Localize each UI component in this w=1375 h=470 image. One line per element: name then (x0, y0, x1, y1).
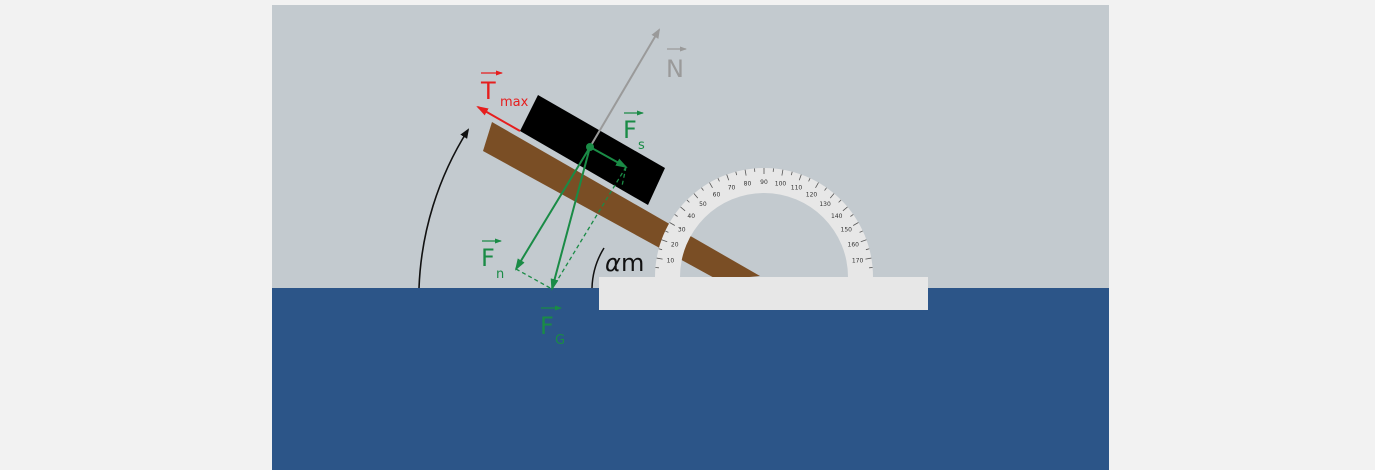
static-force-subscript: s (638, 138, 645, 153)
tension-subscript: max (500, 95, 529, 110)
protractor-tick (661, 239, 668, 243)
protractor-tick (860, 239, 867, 243)
dashed-parallel-2 (551, 166, 627, 290)
protractor-tick-label: 150 (841, 227, 853, 234)
protractor-tick (824, 187, 827, 191)
protractor-tick-label: 30 (678, 227, 686, 234)
protractor-tick (808, 178, 811, 182)
protractor-tick (717, 178, 720, 182)
gravity-force-label: F G (540, 305, 565, 348)
tension-symbol: T (480, 77, 496, 105)
protractor-tick-label: 10 (667, 258, 675, 265)
protractor-tick (865, 248, 870, 251)
protractor-tick-label: 80 (744, 180, 752, 187)
normal-force-label: N (666, 46, 687, 83)
protractor-tick-label: 90 (760, 179, 768, 186)
protractor-tick (798, 174, 802, 181)
angle-symbol: α (605, 249, 621, 277)
protractor-tick-label: 20 (671, 242, 679, 249)
protractor-ticks (655, 168, 873, 269)
protractor-tick (669, 222, 675, 226)
protractor-tick (781, 169, 784, 176)
protractor-tick-label: 100 (775, 180, 787, 187)
protractor-tick-label: 110 (791, 185, 803, 192)
protractor-tick (701, 187, 704, 191)
gravity-force-symbol: F (540, 312, 554, 340)
protractor-tick-label: 50 (699, 201, 707, 208)
static-force-arrow (589, 146, 628, 168)
protractor-tick-label: 120 (806, 192, 818, 199)
protractor-tick (735, 171, 738, 176)
protractor-tick (656, 257, 663, 260)
protractor-tick (850, 214, 854, 217)
protractor-tick (790, 171, 793, 176)
protractor-tick (686, 199, 690, 203)
normal-force-arrow (589, 28, 661, 148)
protractor-tick-label: 130 (819, 201, 831, 208)
protractor-tick (658, 248, 663, 251)
normal-component-symbol: F (481, 244, 495, 272)
protractor-tick-label: 170 (852, 258, 864, 265)
inclined-board (483, 122, 760, 280)
normal-force-symbol: N (666, 55, 684, 83)
protractor-tick (726, 174, 730, 181)
protractor-tick (865, 257, 872, 260)
normal-component-subscript: n (496, 267, 504, 282)
center-of-mass-dot (586, 143, 594, 151)
protractor-tick-label: 70 (728, 185, 736, 192)
protractor-tick (674, 214, 678, 217)
protractor-tick (709, 182, 713, 188)
normal-component-label: F n (481, 238, 504, 282)
angle-unit: m (621, 249, 644, 277)
protractor-tick (838, 199, 842, 203)
static-force-label: F s (623, 110, 645, 153)
dashed-parallel-3 (621, 166, 627, 187)
ground (272, 288, 1109, 470)
tension-arrow (476, 106, 521, 132)
protractor-tick (842, 206, 848, 212)
protractor-base (599, 277, 928, 310)
protractor-tick (859, 230, 863, 233)
force-vectors (514, 143, 628, 291)
angle-arc (591, 247, 605, 289)
normal-component-arrow (514, 146, 591, 271)
protractor-tick (829, 193, 835, 199)
protractor-tick (853, 222, 859, 226)
protractor-tick-label: 60 (713, 192, 721, 199)
tension-label: T max (480, 70, 529, 110)
rotation-arc (418, 128, 470, 289)
protractor-tick (680, 206, 686, 212)
protractor-tick (815, 182, 819, 188)
angle-label: α m (605, 249, 644, 277)
protractor-tick (693, 193, 699, 199)
protractor-tick-label: 160 (848, 242, 860, 249)
protractor-tick-label: 40 (687, 213, 695, 220)
protractor-tick (744, 169, 747, 176)
static-force-symbol: F (623, 116, 637, 144)
protractor-tick (665, 230, 669, 233)
protractor-tick-label: 140 (831, 213, 843, 220)
gravity-force-subscript: G (555, 333, 565, 348)
gravity-force-arrow (550, 146, 591, 291)
